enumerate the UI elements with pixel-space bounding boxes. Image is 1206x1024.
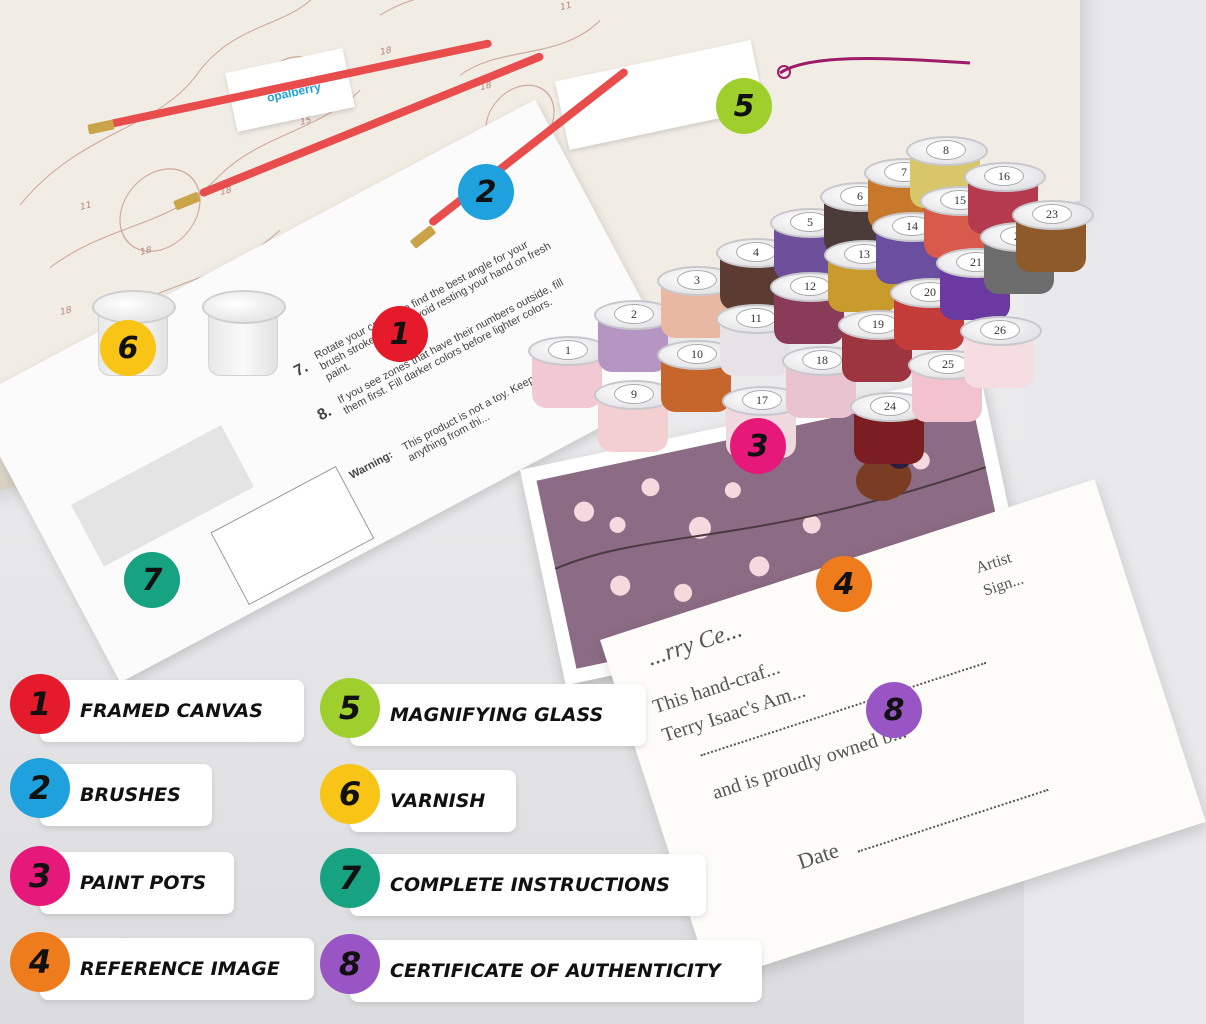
paint-pot-number: 18 [802,350,842,370]
marker-4: 4 [816,556,872,612]
step-8-number: 8. [314,402,335,425]
certificate-date-label: Date [794,837,842,874]
paint-pot-number: 4 [736,242,776,262]
legend-badge-7: 7 [320,848,380,908]
paint-pot-number: 19 [858,314,898,334]
svg-text:11: 11 [560,1,571,14]
svg-text:18: 18 [220,185,232,198]
paint-pot: 11 [714,304,798,378]
certificate-date-line [857,788,1049,853]
legend-badge-2: 2 [10,758,70,818]
paint-pot-number: 17 [742,390,782,410]
certificate-title: ...rry Ce... [644,616,746,672]
paint-pot: 2 [592,300,676,374]
svg-text:11: 11 [80,200,91,213]
marker-5: 5 [716,78,772,134]
paint-pot-number: 10 [677,344,717,364]
marker-6: 6 [100,320,156,376]
marker-3: 3 [730,418,786,474]
warning-label: Warning: [347,448,395,482]
legend-label-5: MAGNIFYING GLASS [350,684,646,746]
paint-pot-number: 23 [1032,204,1072,224]
legend-label-1: FRAMED CANVAS [40,680,304,742]
svg-text:18: 18 [480,81,492,94]
paint-pot: 3 [655,266,739,340]
certificate-sign-label: Sign... [981,570,1026,600]
varnish-jar-2 [202,290,286,376]
legend-badge-6: 6 [320,764,380,824]
legend-badge-8: 8 [320,934,380,994]
marker-2: 2 [458,164,514,220]
paint-pot: 23 [1010,200,1094,274]
paint-pot-number: 26 [980,320,1020,340]
svg-text:18: 18 [60,305,72,318]
marker-1: 1 [372,306,428,362]
legend-label-4: REFERENCE IMAGE [40,938,314,1000]
paint-pot: 25 [906,350,990,424]
legend-badge-1: 1 [10,674,70,734]
legend-label-8: CERTIFICATE OF AUTHENTICITY [350,940,762,1002]
paint-pot-number: 24 [870,396,910,416]
paint-pot-number: 14 [892,216,932,236]
ribbon-icon [777,57,971,79]
marker-7: 7 [124,552,180,608]
legend-badge-5: 5 [320,678,380,738]
svg-text:18: 18 [140,245,152,258]
paint-pot-number: 3 [677,270,717,290]
paint-pot-number: 1 [548,340,588,360]
paint-pot-number: 16 [984,166,1024,186]
svg-text:15: 15 [300,115,312,128]
paint-pot-number: 9 [614,384,654,404]
step-7-number: 7. [291,358,311,381]
legend-badge-4: 4 [10,932,70,992]
svg-text:18: 18 [380,45,392,58]
paint-pot-number: 11 [736,308,776,328]
legend-label-3: PAINT POTS [40,852,234,914]
paint-pot-number: 8 [926,140,966,160]
paint-pot: 26 [958,316,1042,390]
paint-pot-number: 2 [614,304,654,324]
legend-label-7: COMPLETE INSTRUCTIONS [350,854,706,916]
paint-pot: 9 [592,380,676,454]
legend-badge-3: 3 [10,846,70,906]
paint-pot: 1 [526,336,610,410]
marker-8: 8 [866,682,922,738]
